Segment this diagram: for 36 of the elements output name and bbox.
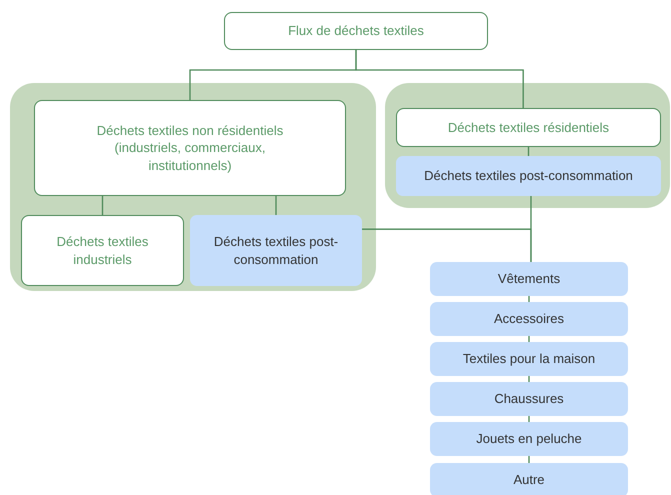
group-panel bbox=[10, 83, 376, 291]
process-box bbox=[224, 12, 488, 50]
category-box bbox=[190, 215, 362, 286]
process-box bbox=[396, 108, 661, 147]
category-box bbox=[430, 382, 628, 416]
box-label: Vêtements bbox=[498, 270, 560, 288]
connector-line bbox=[275, 196, 277, 215]
connector-line bbox=[528, 456, 530, 463]
connector-line bbox=[528, 336, 530, 342]
category-box bbox=[396, 156, 661, 196]
box-label: Déchets textiles résidentiels bbox=[448, 118, 610, 136]
box-label: Accessoires bbox=[494, 310, 564, 328]
connector-line bbox=[528, 147, 530, 156]
category-box bbox=[430, 262, 628, 296]
box-label: Déchets textiles post-consommation bbox=[212, 232, 340, 268]
box-label: Chaussures bbox=[494, 390, 564, 408]
process-box bbox=[34, 100, 346, 196]
connector-line bbox=[528, 296, 530, 302]
category-box bbox=[430, 302, 628, 336]
group-panel bbox=[385, 83, 670, 208]
connector-line bbox=[102, 196, 104, 215]
category-box bbox=[430, 342, 628, 376]
box-label: Déchets textiles non résidentiels (industriels, commerciaux, institutionnels) bbox=[96, 122, 284, 174]
process-box bbox=[21, 215, 184, 286]
box-label: Jouets en peluche bbox=[476, 430, 582, 448]
category-box bbox=[430, 463, 628, 495]
box-label: Textiles pour la maison bbox=[462, 350, 596, 368]
connector-line bbox=[355, 50, 524, 108]
connector-line bbox=[528, 376, 530, 382]
connector-line bbox=[362, 228, 532, 262]
box-label: Autre bbox=[513, 471, 545, 489]
connector-line bbox=[528, 416, 530, 422]
box-label: Déchets textiles industriels bbox=[56, 232, 150, 268]
box-label: Déchets textiles post-consommation bbox=[424, 167, 633, 185]
category-box bbox=[430, 422, 628, 456]
box-label: Flux de déchets textiles bbox=[288, 22, 424, 40]
